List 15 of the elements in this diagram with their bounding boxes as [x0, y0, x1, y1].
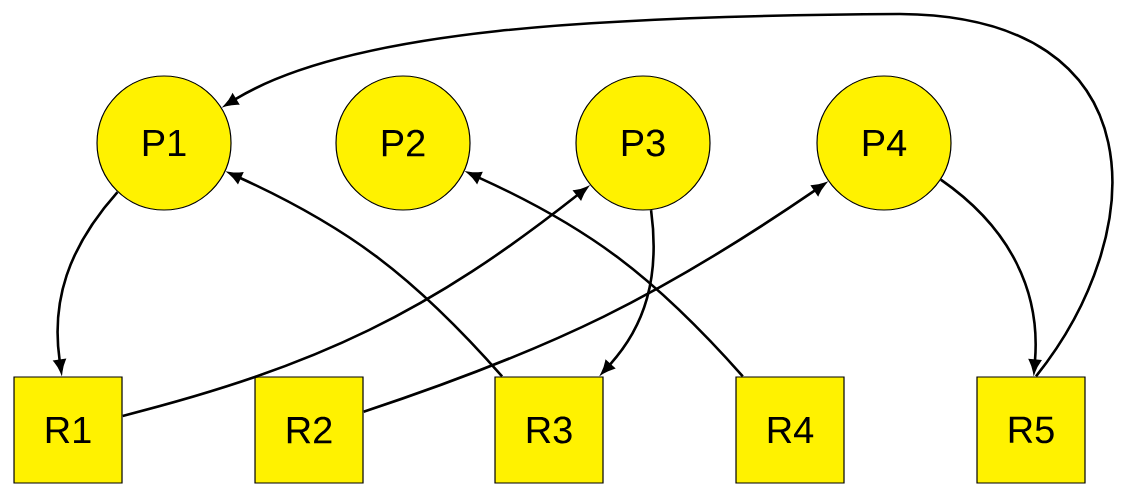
arrow — [601, 209, 655, 375]
square-node: R2 — [254, 376, 364, 484]
square-node: R5 — [976, 376, 1086, 484]
arrow — [228, 172, 504, 378]
square-node: R1 — [13, 376, 123, 484]
arrow — [224, 12, 1114, 378]
circle-node: P2 — [335, 75, 471, 211]
square-node: R4 — [735, 376, 845, 484]
circle-node: P4 — [816, 75, 952, 211]
arrow — [363, 182, 826, 413]
square-node: R3 — [494, 376, 604, 484]
circle-node: P1 — [96, 75, 232, 211]
circle-node: P3 — [575, 75, 711, 211]
arrow — [467, 171, 744, 378]
arrow — [122, 186, 588, 418]
